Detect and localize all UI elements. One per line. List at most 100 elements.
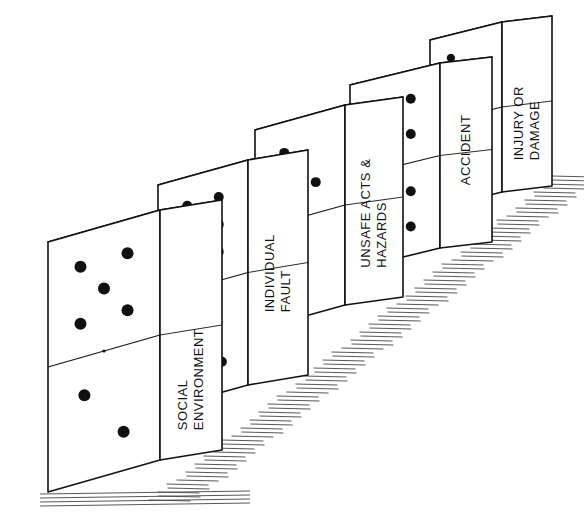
hatch-line xyxy=(277,396,319,397)
pip xyxy=(78,389,90,401)
hatch-line xyxy=(517,212,559,213)
pip xyxy=(406,129,416,139)
pip xyxy=(118,426,130,438)
hatch-line xyxy=(443,268,485,269)
domino-label: UNSAFE ACTS & HAZARDS xyxy=(358,142,391,267)
hatch-line xyxy=(434,276,476,277)
hatch-line xyxy=(306,380,348,381)
hatch-line xyxy=(187,476,229,477)
hatch-line xyxy=(186,472,228,473)
hatch-line xyxy=(424,280,466,281)
hatch-line xyxy=(205,460,247,461)
hatch-line xyxy=(416,292,458,293)
domino-divider xyxy=(48,335,160,367)
hatch-line xyxy=(507,216,549,217)
hatch-line xyxy=(379,320,421,321)
hatch-line xyxy=(525,200,567,201)
hatch-line xyxy=(268,404,310,405)
hatch-line xyxy=(297,388,339,389)
hatch-line xyxy=(461,252,503,253)
pip xyxy=(406,94,416,104)
hatch-line xyxy=(333,356,375,357)
hatch-line xyxy=(232,436,274,437)
domino xyxy=(48,200,222,492)
hatch-line xyxy=(534,192,576,193)
hatch-line xyxy=(296,384,338,385)
domino-label: SOCIAL ENVIRONMENT xyxy=(175,310,208,430)
hatch-line xyxy=(40,499,250,502)
hatch-line xyxy=(378,316,420,317)
hatch-line xyxy=(305,376,347,377)
hatch-line xyxy=(40,503,250,506)
hatch-line xyxy=(544,188,584,189)
domino-label: INDIVIDUAL FAULT xyxy=(262,212,295,312)
hatch-line xyxy=(360,332,402,333)
hatch-line xyxy=(241,428,283,429)
hatch-line xyxy=(462,256,504,257)
hatch-line xyxy=(223,444,265,445)
hatch-line xyxy=(369,324,411,325)
hatch-line xyxy=(361,336,403,337)
hatch-line xyxy=(351,340,393,341)
domino-label: INJURY OR DAMAGE xyxy=(511,60,544,160)
hatch-line xyxy=(498,224,540,225)
hatch-line xyxy=(406,296,448,297)
hatch-line xyxy=(388,312,430,313)
hatch-line xyxy=(516,208,558,209)
pip xyxy=(98,283,110,295)
domino-label-box: UNSAFE ACTS & HAZARDS xyxy=(358,142,391,267)
hatch-line xyxy=(195,464,237,465)
hatch-line xyxy=(278,400,320,401)
hatch-line xyxy=(315,372,357,373)
pip xyxy=(406,221,416,231)
hatch-line xyxy=(251,424,293,425)
hatch-line xyxy=(167,484,209,485)
hatch-line xyxy=(535,196,577,197)
domino-side xyxy=(440,57,492,248)
hatch-line xyxy=(387,308,429,309)
hatch-line xyxy=(425,284,467,285)
divider-dot xyxy=(102,349,105,352)
hatch-line xyxy=(452,260,494,261)
domino-side xyxy=(345,97,403,305)
hatch-line xyxy=(250,420,292,421)
hatch-line xyxy=(489,232,531,233)
domino-label-box: ACCIDENT xyxy=(458,75,474,185)
hatch-line xyxy=(214,452,256,453)
domino-side xyxy=(502,16,552,192)
hatch-line xyxy=(397,304,439,305)
hatch-line xyxy=(552,176,584,177)
pip xyxy=(311,177,321,187)
hatch-line xyxy=(553,180,584,181)
hatch-line xyxy=(352,344,394,345)
hatch-line xyxy=(242,432,284,433)
pip xyxy=(122,247,134,259)
hatch-line xyxy=(259,412,301,413)
hatch-line xyxy=(314,368,356,369)
hatch-line xyxy=(497,220,539,221)
hatch-line xyxy=(269,408,311,409)
pip xyxy=(74,261,86,273)
hatch-line xyxy=(40,491,250,494)
hatch-line xyxy=(488,228,530,229)
domino-label-box: INDIVIDUAL FAULT xyxy=(262,212,295,312)
pip xyxy=(122,304,134,316)
domino-label-box: SOCIAL ENVIRONMENT xyxy=(175,310,208,430)
hatch-line xyxy=(442,264,484,265)
hatch-line xyxy=(177,480,219,481)
hatch-line xyxy=(260,416,302,417)
hatch-line xyxy=(415,288,457,289)
hatch-line xyxy=(323,360,365,361)
hatch-line xyxy=(471,248,513,249)
domino-label: ACCIDENT xyxy=(458,75,474,185)
domino-side xyxy=(248,150,308,385)
hatch-line xyxy=(324,364,366,365)
hatch-line xyxy=(196,468,238,469)
hatch-line xyxy=(40,495,250,498)
hatch-line xyxy=(342,348,384,349)
hatch-line xyxy=(204,456,246,457)
domino-side xyxy=(160,200,222,460)
hatch-line xyxy=(287,392,329,393)
